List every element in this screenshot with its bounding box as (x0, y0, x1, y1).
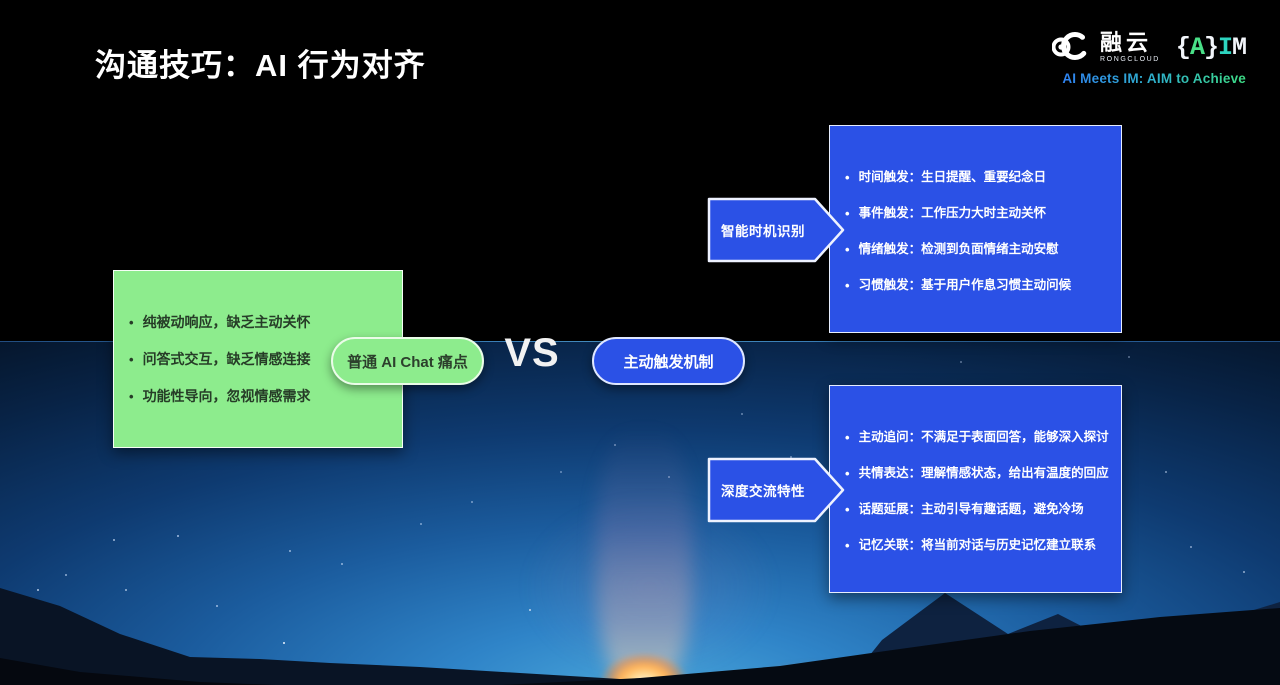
brand-name-cn: 融云 (1100, 29, 1153, 55)
bullet-text: 习惯触发：基于用户作息习惯主动问候 (858, 278, 1072, 292)
bullet-icon: • (845, 170, 850, 185)
bullet-icon: • (845, 206, 850, 221)
mountain-silhouettes (0, 588, 1280, 685)
bullet-text: 事件触发：工作压力大时主动关怀 (858, 206, 1047, 220)
bullet-item: • 记忆关联：将当前对话与历史记忆建立联系 (845, 536, 1113, 555)
right-label-text: 主动触发机制 (623, 353, 714, 371)
smart-timing-box: • 时间触发：生日提醒、重要纪念日 • 事件触发：工作压力大时主动关怀 • 情绪触发：检测… (829, 125, 1122, 333)
bullet-item: • 问答式交互，缺乏情感连接 (129, 350, 394, 369)
bullet-icon: • (845, 278, 850, 293)
vs-text: VS (504, 331, 560, 375)
bullet-icon: • (129, 315, 134, 330)
bullet-text: 情绪触发：检测到负面情绪主动安慰 (858, 242, 1059, 256)
deep-communication-list: • 主动追问：不满足于表面回答，能够深入探讨 • 共情表达：理解情感状态，给出有温度的… (830, 386, 1121, 555)
bullet-item: • 纯被动响应，缺乏主动关怀 (129, 313, 394, 332)
bullet-icon: • (129, 352, 134, 367)
bullet-item: • 习惯触发：基于用户作息习惯主动问候 (845, 276, 1113, 295)
deep-communication-box: • 主动追问：不满足于表面回答，能够深入探讨 • 共情表达：理解情感状态，给出有温度的… (829, 385, 1122, 593)
brand-name-en: RONGCLOUD (1100, 55, 1160, 63)
aim-letter-i: I (1217, 32, 1233, 62)
smart-timing-tag: 智能时机识别 (707, 197, 846, 263)
bullet-icon: • (845, 502, 850, 517)
bullet-text: 问答式交互，缺乏情感连接 (142, 351, 311, 367)
aim-brace-right: } (1203, 32, 1219, 62)
bullet-icon: • (845, 538, 850, 553)
bullet-text: 话题延展：主动引导有趣话题，避免冷场 (858, 502, 1084, 516)
aim-wordmark: {A}IM (1175, 32, 1247, 62)
bullet-text: 功能性导向，忽视情感需求 (142, 388, 311, 404)
aim-brace-left: { (1175, 32, 1191, 62)
bullet-item: • 主动追问：不满足于表面回答，能够深入探讨 (845, 428, 1113, 447)
bullet-item: • 情绪触发：检测到负面情绪主动安慰 (845, 240, 1113, 259)
pain-points-list: • 纯被动响应，缺乏主动关怀 • 问答式交互，缺乏情感连接 • 功能性导向，忽视情感需求 (114, 271, 402, 406)
bullet-item: • 功能性导向，忽视情感需求 (129, 387, 394, 406)
bullet-icon: • (845, 466, 850, 481)
bullet-text: 纯被动响应，缺乏主动关怀 (142, 314, 311, 330)
bullet-item: • 共情表达：理解情感状态，给出有温度的回应 (845, 464, 1113, 483)
bullet-text: 主动追问：不满足于表面回答，能够深入探讨 (858, 430, 1109, 444)
brand-logo: 融云 RONGCLOUD {A}IM AI Meets IM: AIM to A… (1052, 29, 1247, 86)
bullet-icon: • (845, 430, 850, 445)
bullet-item: • 话题延展：主动引导有趣话题，避免冷场 (845, 500, 1113, 519)
deep-communication-tag: 深度交流特性 (707, 457, 846, 523)
aim-letter-m: M (1231, 32, 1247, 62)
brand-name-block: 融云 RONGCLOUD (1100, 29, 1160, 63)
brand-tagline: AI Meets IM: AIM to Achieve (1052, 71, 1246, 86)
smart-timing-tag-label: 智能时机识别 (721, 224, 805, 239)
bullet-text: 时间触发：生日提醒、重要纪念日 (858, 170, 1047, 184)
page-title: 沟通技巧：AI 行为对齐 (95, 48, 426, 83)
deep-communication-tag-label: 深度交流特性 (721, 484, 805, 499)
bullet-text: 共情表达：理解情感状态，给出有温度的回应 (858, 466, 1109, 480)
bullet-item: • 事件触发：工作压力大时主动关怀 (845, 204, 1113, 223)
bullet-icon: • (845, 242, 850, 257)
bullet-item: • 时间触发：生日提醒、重要纪念日 (845, 168, 1113, 187)
left-label-pill: 普通 AI Chat 痛点 (331, 337, 484, 385)
rongcloud-logo-icon (1052, 30, 1090, 64)
bullet-icon: • (129, 389, 134, 404)
bullet-text: 记忆关联：将当前对话与历史记忆建立联系 (858, 538, 1097, 552)
smart-timing-list: • 时间触发：生日提醒、重要纪念日 • 事件触发：工作压力大时主动关怀 • 情绪触发：检测… (830, 126, 1121, 295)
aim-letter-a: A (1189, 32, 1205, 62)
right-label-pill: 主动触发机制 (592, 337, 745, 385)
brand-logo-row: 融云 RONGCLOUD {A}IM (1052, 29, 1247, 64)
left-label-text: 普通 AI Chat 痛点 (347, 353, 468, 371)
